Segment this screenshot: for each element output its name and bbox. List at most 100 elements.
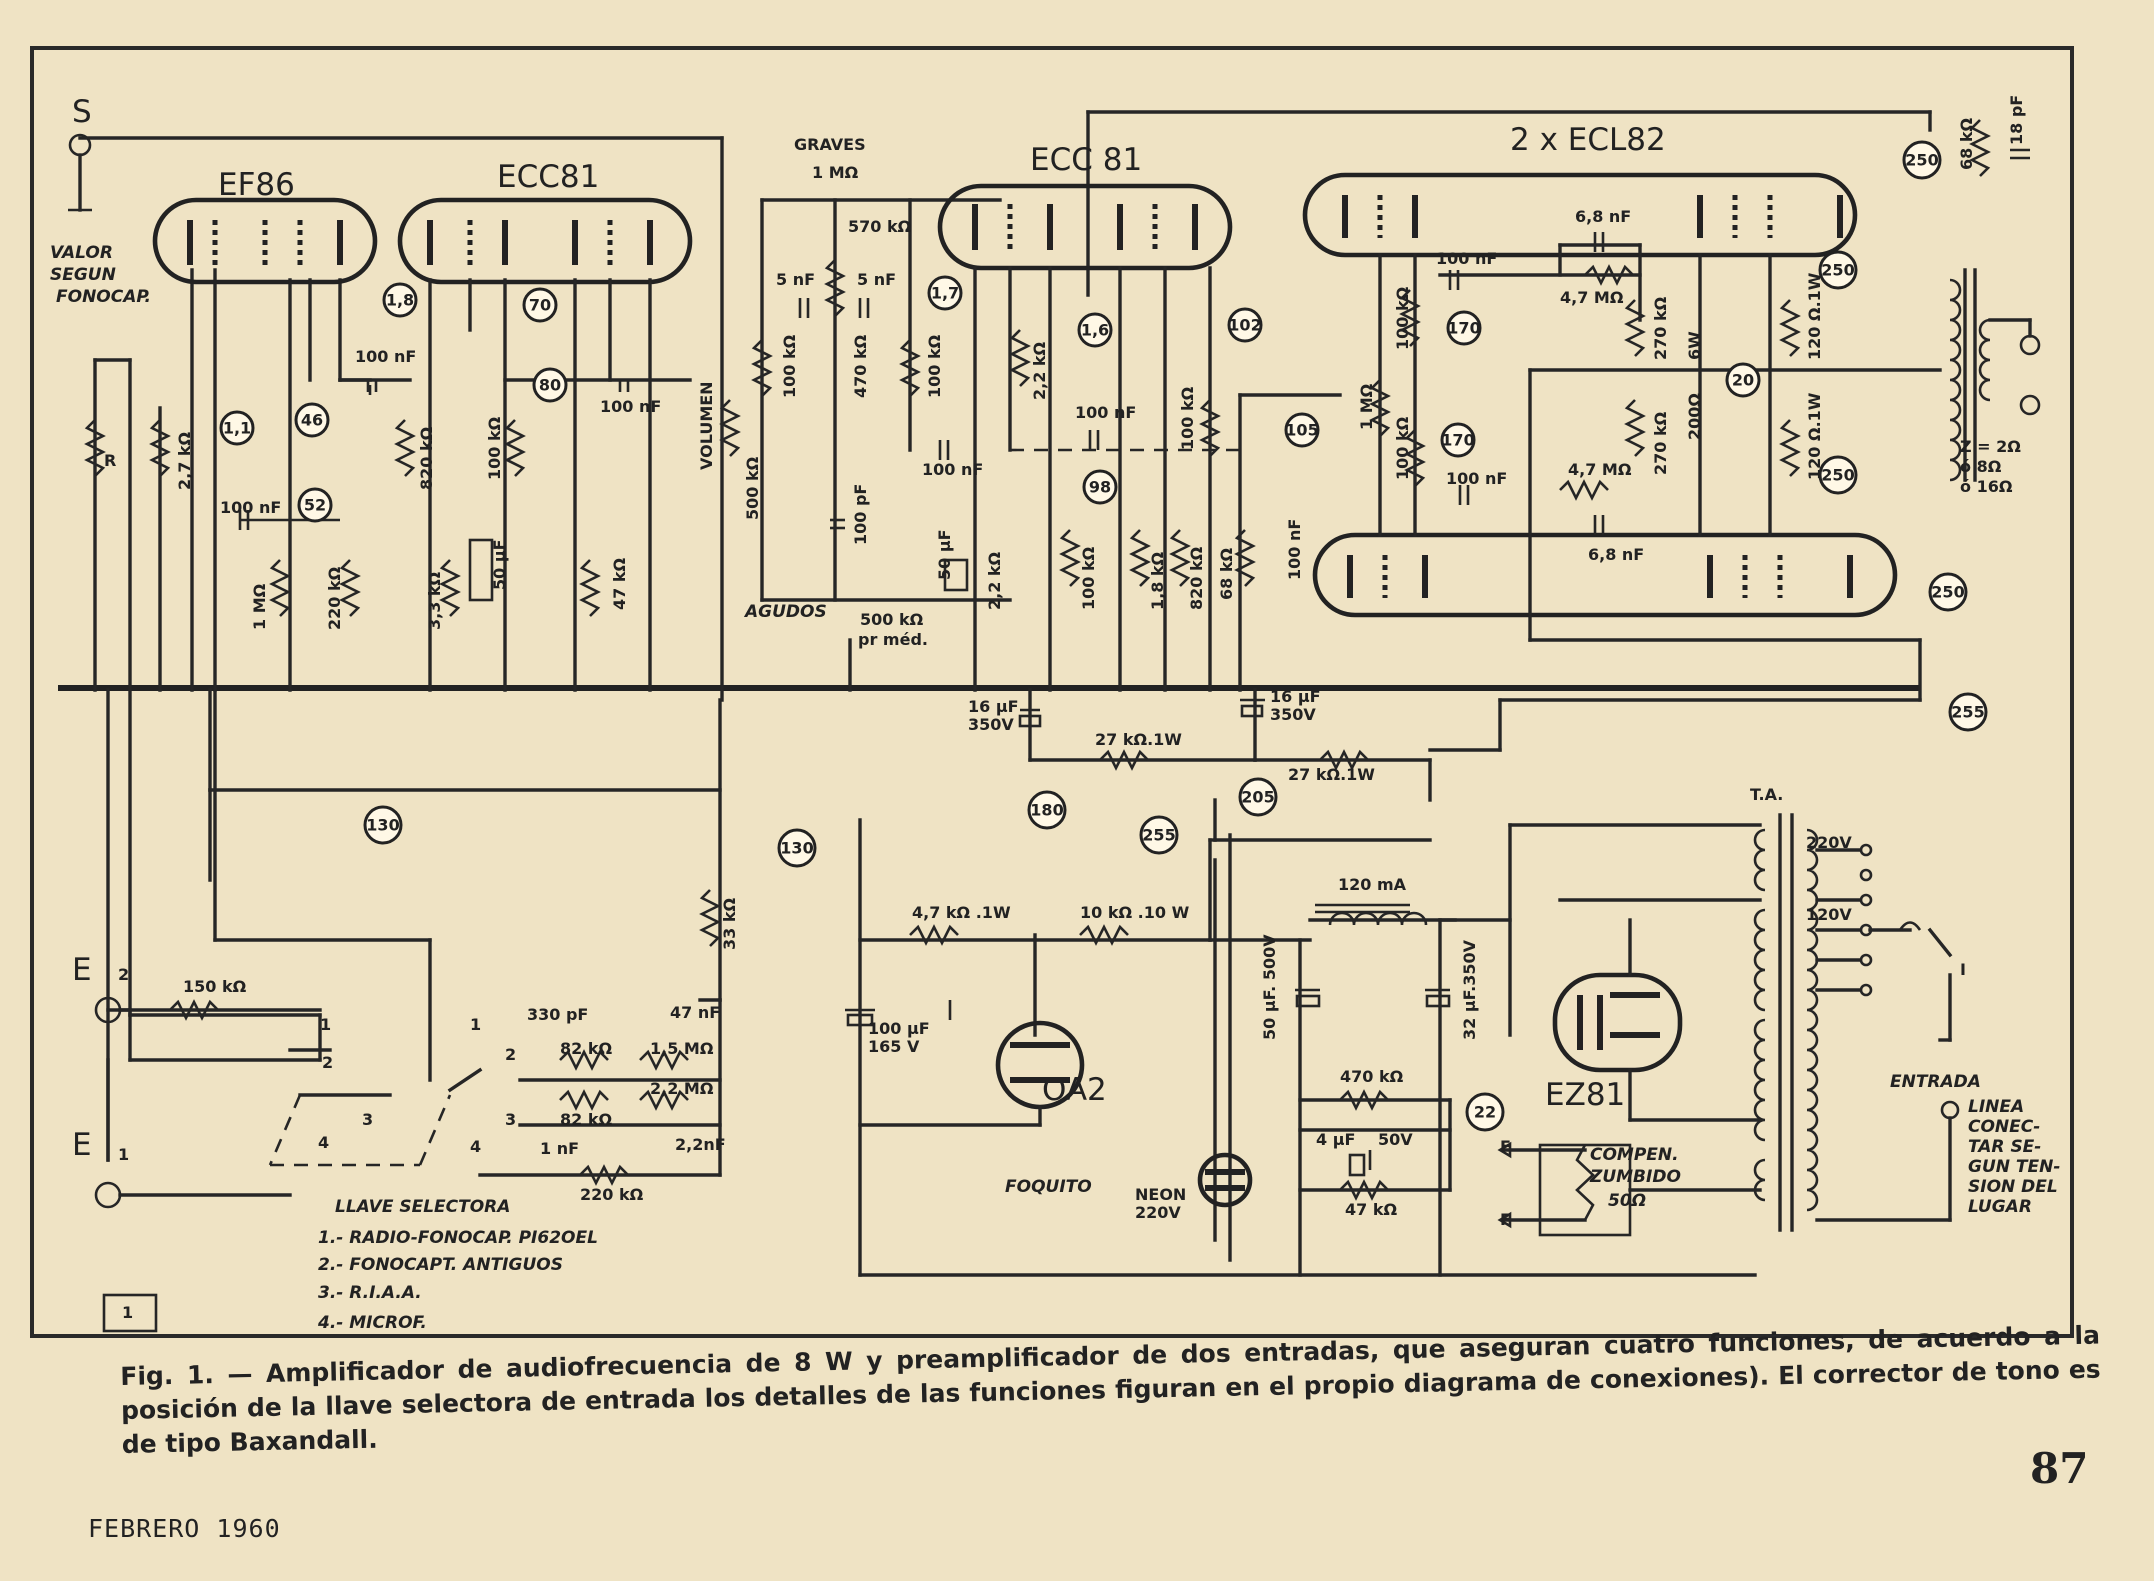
svg-text:50Ω: 50Ω xyxy=(1608,1191,1646,1211)
svg-text:250: 250 xyxy=(1931,583,1964,602)
svg-text:120V: 120V xyxy=(1806,905,1852,924)
svg-text:I: I xyxy=(1960,960,1966,979)
svg-text:4 µF: 4 µF xyxy=(1316,1130,1355,1149)
svg-text:1 nF: 1 nF xyxy=(540,1139,579,1158)
svg-text:F: F xyxy=(1500,1137,1511,1156)
label-graves: GRAVES xyxy=(794,135,866,154)
svg-text:180: 180 xyxy=(1030,801,1063,820)
svg-text:20: 20 xyxy=(1732,371,1754,390)
svg-text:2,2 kΩ: 2,2 kΩ xyxy=(985,551,1004,610)
page-number: 87 xyxy=(2030,1444,2089,1493)
svg-text:500 kΩ: 500 kΩ xyxy=(743,456,762,520)
svg-text:82 kΩ: 82 kΩ xyxy=(560,1039,612,1058)
selector-item: 1.- RADIO-FONOCAP. PI62OEL xyxy=(318,1228,598,1248)
svg-text:1,7: 1,7 xyxy=(931,284,959,303)
svg-text:100 kΩ: 100 kΩ xyxy=(485,416,504,480)
svg-text:4,7 MΩ: 4,7 MΩ xyxy=(1560,288,1624,307)
svg-text:100 nF: 100 nF xyxy=(1075,403,1136,422)
label-terminal-s: S xyxy=(72,94,92,130)
label-ef86: EF86 xyxy=(218,167,295,203)
svg-text:ó 16Ω: ó 16Ω xyxy=(1960,477,2013,496)
svg-text:220 kΩ: 220 kΩ xyxy=(580,1185,644,1204)
svg-text:3: 3 xyxy=(505,1110,516,1129)
svg-text:1,8 kΩ: 1,8 kΩ xyxy=(1148,551,1167,610)
svg-text:47 nF: 47 nF xyxy=(670,1003,720,1022)
selector-item: 3.- R.I.A.A. xyxy=(318,1283,422,1303)
svg-text:52: 52 xyxy=(304,496,326,515)
svg-text:1,5 MΩ: 1,5 MΩ xyxy=(650,1039,714,1058)
svg-text:1: 1 xyxy=(470,1015,481,1034)
svg-text:570 kΩ: 570 kΩ xyxy=(848,217,912,236)
svg-text:820 kΩ: 820 kΩ xyxy=(417,426,436,490)
svg-text:1,1: 1,1 xyxy=(223,419,251,438)
svg-text:255: 255 xyxy=(1951,703,1984,722)
fig-number-box: 1 xyxy=(122,1303,133,1322)
svg-text:100 nF: 100 nF xyxy=(1285,519,1304,580)
label-oa2: OA2 xyxy=(1042,1072,1107,1108)
svg-text:1 MΩ: 1 MΩ xyxy=(1357,383,1376,430)
svg-text:50V: 50V xyxy=(1378,1130,1413,1149)
svg-text:100 nF: 100 nF xyxy=(922,460,983,479)
svg-text:5 nF: 5 nF xyxy=(776,270,815,289)
svg-text:2,2nF: 2,2nF xyxy=(675,1135,726,1154)
svg-text:22: 22 xyxy=(1474,1103,1496,1122)
label-volumen: VOLUMEN xyxy=(697,381,716,470)
svg-text:10 kΩ .10 W: 10 kΩ .10 W xyxy=(1080,903,1190,922)
svg-text:68 kΩ: 68 kΩ xyxy=(1957,118,1976,170)
svg-text:120 mA: 120 mA xyxy=(1338,875,1407,894)
tube-ecl82-a xyxy=(1302,172,1858,258)
svg-text:32 µF.350V: 32 µF.350V xyxy=(1460,939,1479,1040)
label-ecc81-b: ECC 81 xyxy=(1030,142,1142,178)
svg-text:170: 170 xyxy=(1447,319,1480,338)
svg-text:50 µF. 500V: 50 µF. 500V xyxy=(1260,934,1279,1040)
svg-text:100 nF: 100 nF xyxy=(600,397,661,416)
label-impedance: Z = 2Ω xyxy=(1960,437,2021,456)
note-cartridge: VALOR xyxy=(50,243,113,263)
label-agudos: AGUDOS xyxy=(743,602,827,622)
voltage-nodes: 1,8 70 1,1 46 52 80 130 1,7 1,6 102 98 1… xyxy=(219,140,1988,1132)
svg-text:4,7 MΩ: 4,7 MΩ xyxy=(1568,460,1632,479)
svg-text:120 Ω.1W: 120 Ω.1W xyxy=(1805,392,1824,480)
svg-text:ó 8Ω: ó 8Ω xyxy=(1960,457,2002,476)
svg-text:2: 2 xyxy=(505,1045,516,1064)
svg-text:150 kΩ: 150 kΩ xyxy=(183,977,247,996)
svg-text:220 kΩ: 220 kΩ xyxy=(325,566,344,630)
svg-text:47 kΩ: 47 kΩ xyxy=(1345,1200,1397,1219)
svg-text:330 pF: 330 pF xyxy=(527,1005,588,1024)
svg-text:170: 170 xyxy=(1441,431,1474,450)
svg-text:102: 102 xyxy=(1228,316,1261,335)
svg-text:470 kΩ: 470 kΩ xyxy=(1340,1067,1404,1086)
tube-ecl82-b xyxy=(1312,532,1898,618)
svg-text:6,8 nF: 6,8 nF xyxy=(1575,207,1631,226)
tube-ecc81-b xyxy=(937,183,1233,271)
svg-text:250: 250 xyxy=(1821,466,1854,485)
svg-text:250: 250 xyxy=(1821,261,1854,280)
tube-ef86 xyxy=(152,197,378,285)
svg-text:98: 98 xyxy=(1089,478,1111,497)
svg-text:27 kΩ.1W: 27 kΩ.1W xyxy=(1095,730,1182,749)
svg-text:50 µF: 50 µF xyxy=(490,539,509,590)
label-ez81: EZ81 xyxy=(1545,1077,1625,1113)
svg-text:LUGAR: LUGAR xyxy=(1968,1197,2032,1217)
svg-text:6W: 6W xyxy=(1685,331,1704,360)
svg-text:ZUMBIDO: ZUMBIDO xyxy=(1589,1167,1681,1187)
label-entrada: ENTRADA xyxy=(1890,1072,1981,1092)
label-e2: E xyxy=(72,952,92,988)
svg-text:80: 80 xyxy=(539,376,561,395)
svg-text:82 kΩ: 82 kΩ xyxy=(560,1110,612,1129)
svg-text:18 pF: 18 pF xyxy=(2007,95,2026,145)
svg-text:2,7 kΩ: 2,7 kΩ xyxy=(175,431,194,490)
svg-text:pr méd.: pr méd. xyxy=(858,630,928,649)
svg-text:47 kΩ: 47 kΩ xyxy=(610,558,629,610)
svg-text:33 kΩ: 33 kΩ xyxy=(720,898,739,950)
neon-lamp xyxy=(1197,1152,1253,1208)
svg-text:100 pF: 100 pF xyxy=(851,484,870,545)
label-ecl82: 2 x ECL82 xyxy=(1510,122,1666,158)
label-e1: E xyxy=(72,1127,92,1163)
label-ecc81-a: ECC81 xyxy=(497,159,599,195)
